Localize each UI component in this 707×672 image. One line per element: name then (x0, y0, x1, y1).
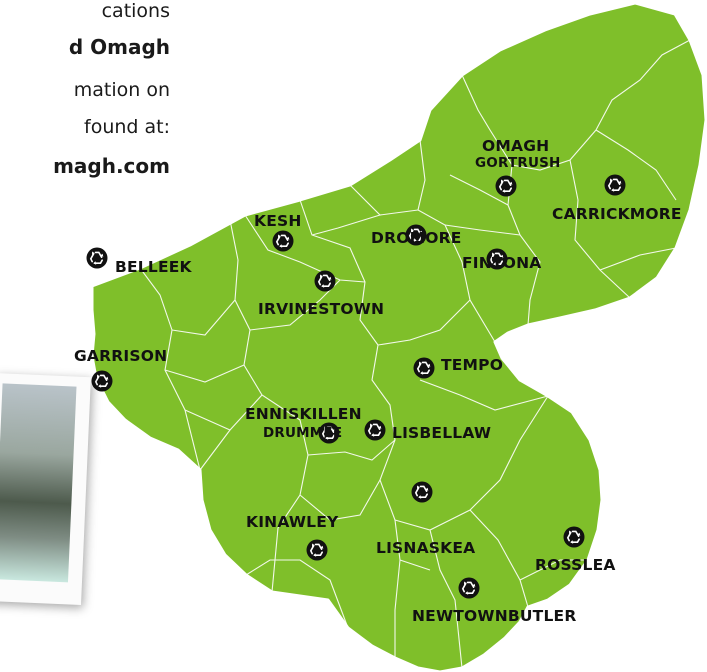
recycling-icon (85, 246, 109, 270)
town-label-fintona: FINTONA (462, 254, 542, 272)
town-label-rosslea: ROSSLEA (535, 556, 616, 574)
town-label-kesh: KESH (254, 212, 302, 230)
town-label-gortrush: GORTRUSH (475, 155, 561, 171)
intro-line-1: cations (101, 0, 170, 22)
town-label-dromore: DROMORE (371, 229, 462, 247)
intro-line-3: mation on (73, 79, 170, 101)
photo-image (0, 383, 77, 583)
town-label-kinawley: KINAWLEY (246, 513, 339, 531)
recycling-site-photo (0, 373, 91, 605)
intro-line-2: d Omagh (68, 35, 170, 59)
intro-text: cations d Omagh mation on found at: magh… (0, 0, 170, 180)
town-label-drummee: DRUMMEE (263, 425, 343, 441)
recycling-icon (313, 269, 337, 293)
town-label-lisbellaw: LISBELLAW (392, 424, 492, 442)
ward-boundaries (139, 39, 691, 669)
town-label-garrison: GARRISON (74, 347, 168, 365)
town-label-omagh: OMAGH (482, 137, 550, 155)
town-label-tempo: TEMPO (441, 356, 504, 374)
recycling-icon (90, 369, 114, 393)
town-label-carrickmore: CARRICKMORE (552, 205, 682, 223)
recycling-icon (562, 525, 586, 549)
town-label-enniskillen: ENNISKILLEN (245, 405, 362, 423)
recycling-icon (305, 538, 329, 562)
recycling-icon (271, 229, 295, 253)
town-label-irvinestown: IRVINESTOWN (258, 300, 385, 318)
recycling-icon (603, 173, 627, 197)
intro-line-5: magh.com (53, 154, 170, 178)
recycling-icon (410, 480, 434, 504)
recycling-icon (363, 418, 387, 442)
town-label-newtownbutler: NEWTOWNBUTLER (412, 607, 577, 625)
intro-line-4: found at: (84, 116, 170, 138)
recycling-icon (412, 356, 436, 380)
recycling-icon (494, 174, 518, 198)
district-outline (90, 1, 707, 672)
town-label-lisnaskea: LISNASKEA (376, 539, 476, 557)
town-label-belleek: BELLEEK (115, 258, 192, 276)
recycling-icon (457, 576, 481, 600)
